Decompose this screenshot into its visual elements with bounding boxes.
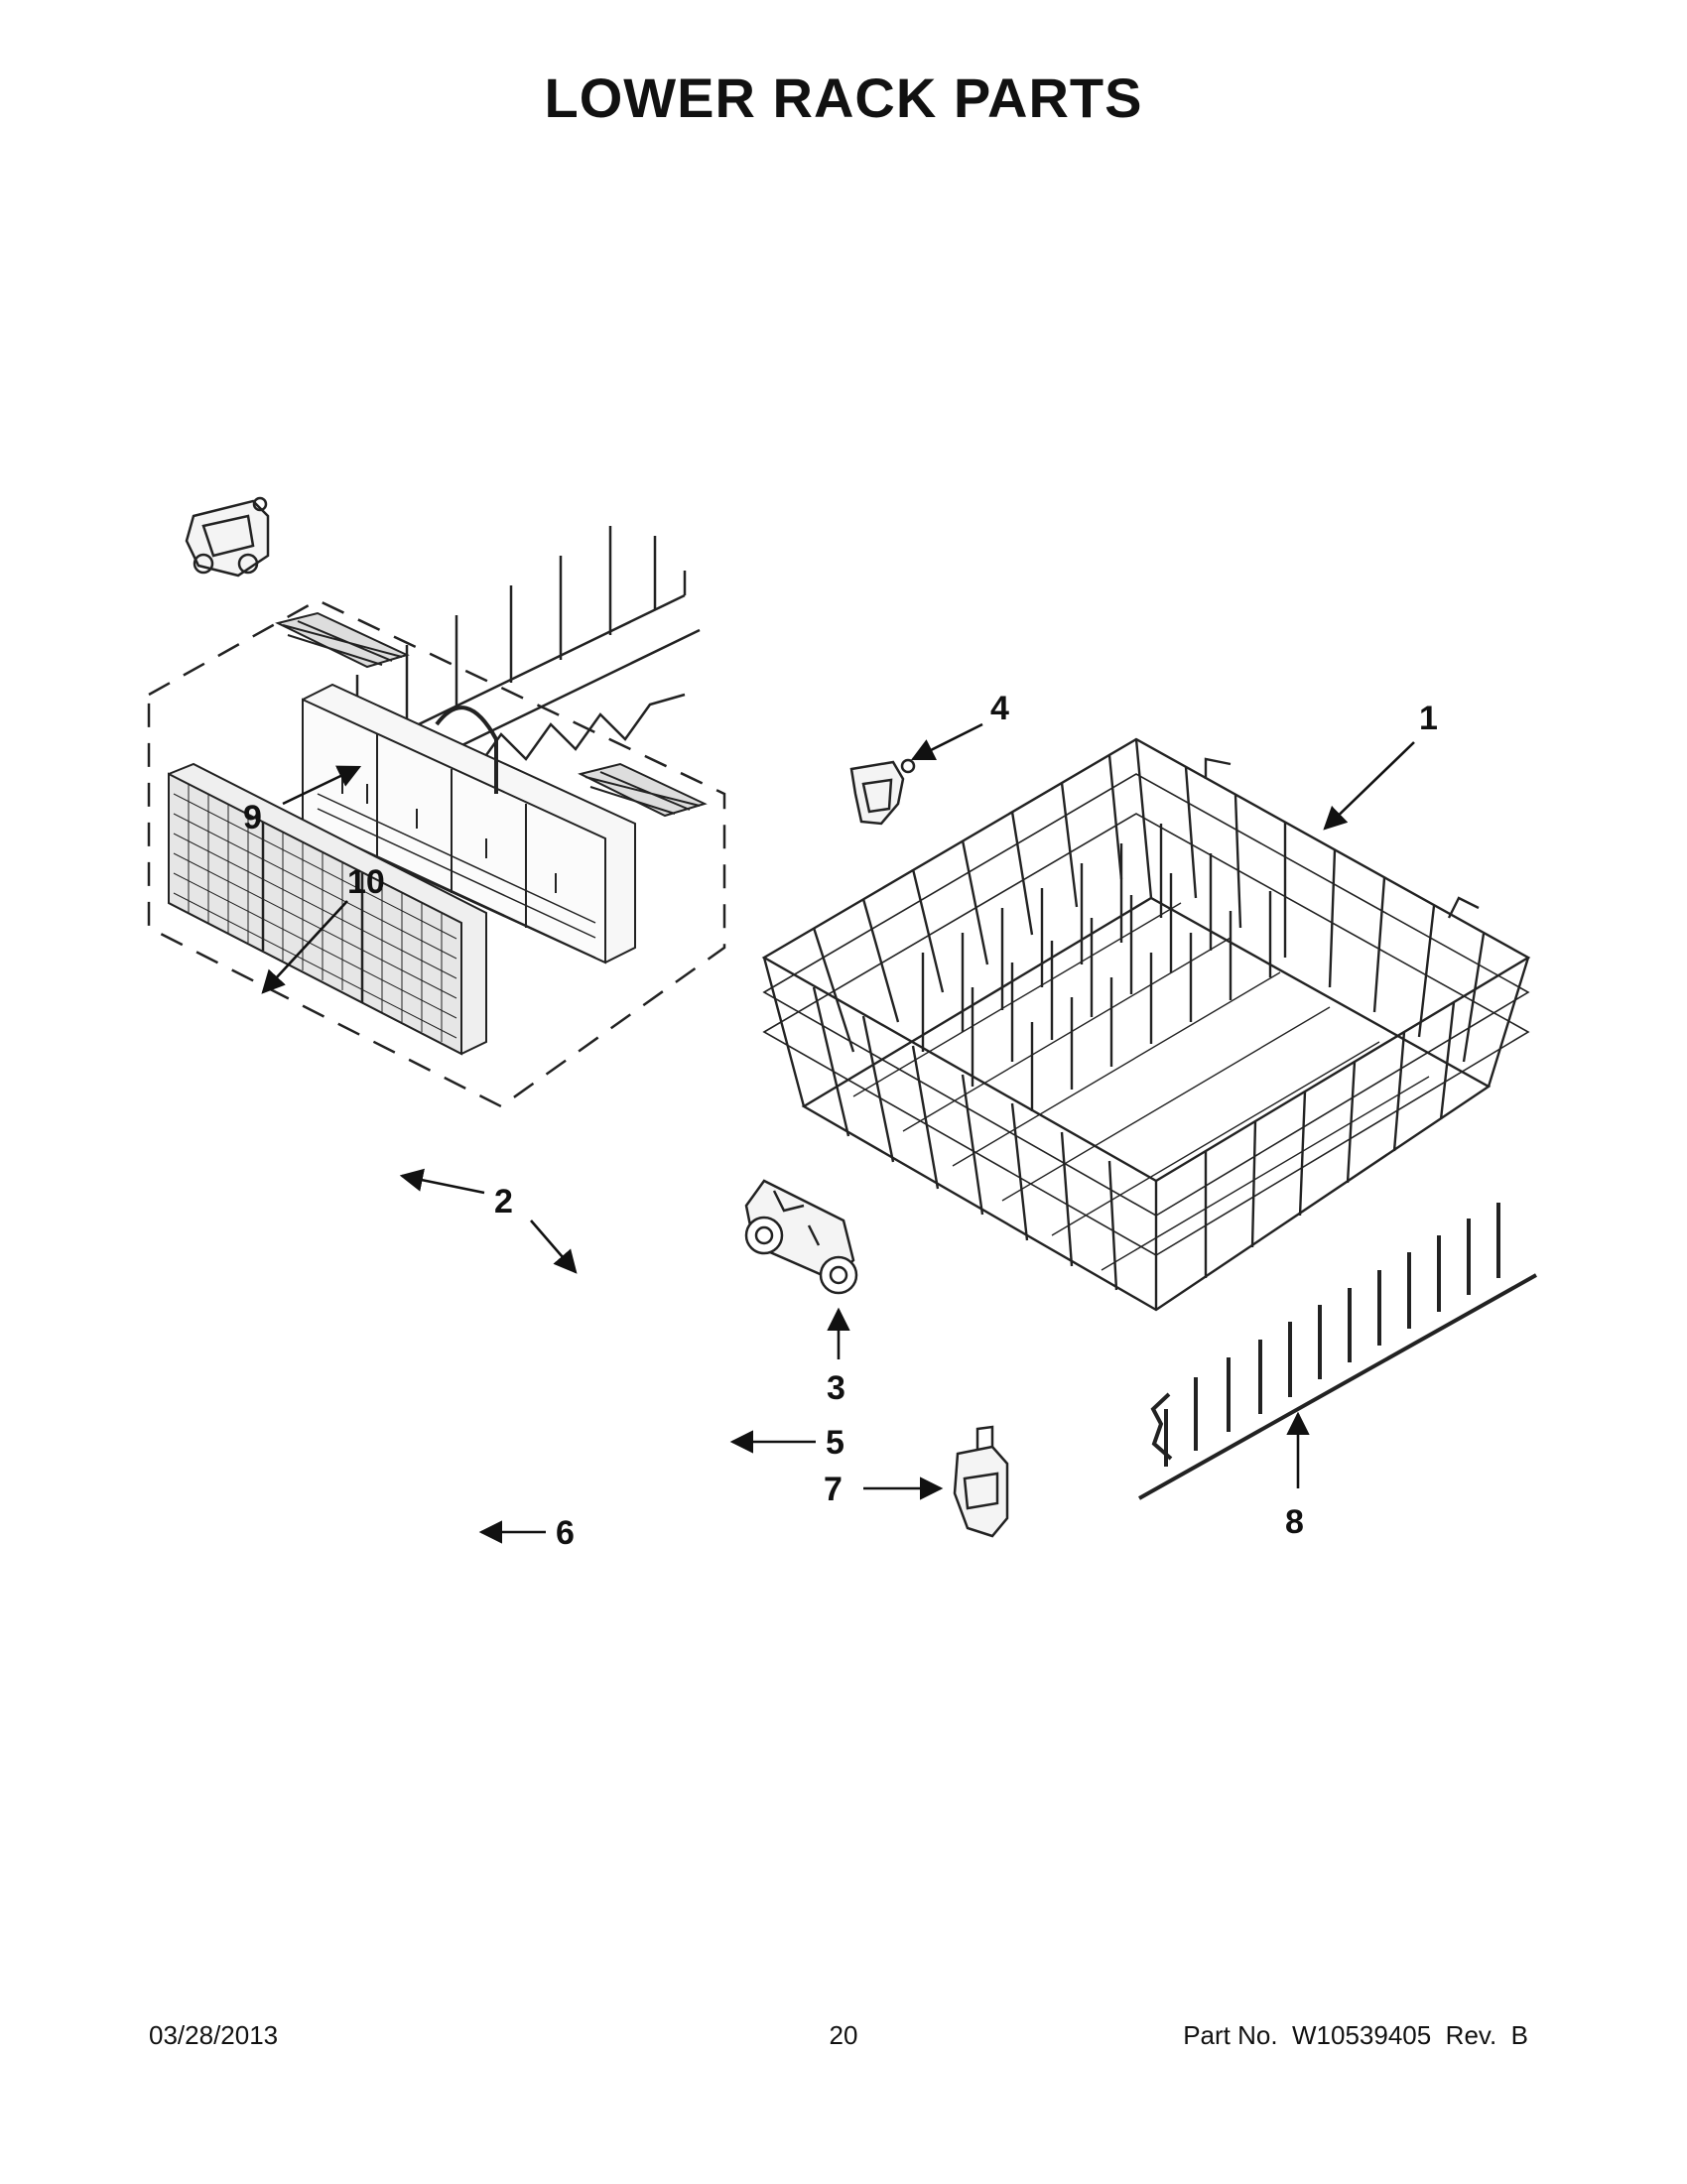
callout-6: 6 <box>556 1514 575 1552</box>
part-1-lower-rack <box>761 737 1531 1312</box>
basket-assembly-outline <box>147 598 726 1108</box>
part-6-basket-cover <box>168 762 487 1056</box>
leader-arrows <box>261 722 1415 1544</box>
arrow-to-part-2b <box>530 1220 578 1274</box>
footer-date: 03/28/2013 <box>149 2020 279 2050</box>
arrow-to-part-2a <box>399 1168 485 1195</box>
callout-9: 9 <box>243 799 262 836</box>
callout-2: 2 <box>494 1183 513 1220</box>
footer-page-number: 20 <box>829 2020 858 2050</box>
callout-8: 8 <box>1285 1503 1304 1541</box>
callout-5: 5 <box>826 1424 844 1462</box>
part-3-wheel-carrier <box>744 1179 858 1295</box>
arrow-to-part-9 <box>282 765 362 806</box>
callout-3: 3 <box>827 1369 845 1407</box>
arrow-to-part-10 <box>261 900 348 994</box>
part-7-clip <box>953 1425 1009 1538</box>
part-4-clip <box>849 758 916 826</box>
arrow-to-part-1 <box>1323 741 1415 831</box>
callout-10: 10 <box>347 863 385 901</box>
callout-1: 1 <box>1419 700 1438 737</box>
callout-4: 4 <box>990 690 1009 727</box>
part-5-silverware-basket <box>302 683 636 964</box>
page-title: LOWER RACK PARTS <box>544 66 1143 129</box>
part-8-tine-row <box>1138 1203 1537 1500</box>
arrow-to-part-4 <box>910 722 983 761</box>
part-2-lids <box>275 611 708 818</box>
callout-7: 7 <box>824 1471 843 1508</box>
part-10-clip <box>185 496 270 578</box>
footer-part-number: Part No. W10539405 Rev. B <box>1183 2020 1528 2050</box>
